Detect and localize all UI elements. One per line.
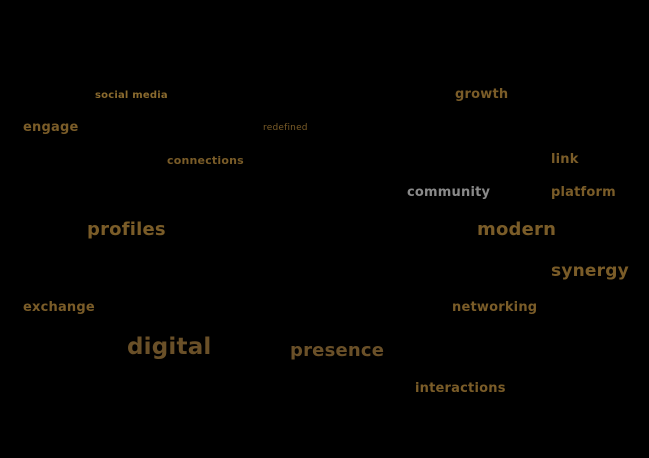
word-engage: engage: [23, 120, 79, 135]
word-community: community: [407, 185, 491, 200]
word-networking: networking: [452, 300, 538, 315]
word-social-media: social media: [95, 90, 168, 101]
word-profiles: profiles: [87, 219, 166, 240]
word-growth: growth: [455, 87, 509, 102]
word-digital: digital: [127, 334, 212, 360]
word-interactions: interactions: [415, 381, 506, 396]
word-modern: modern: [477, 219, 557, 240]
word-synergy: synergy: [551, 261, 629, 281]
word-exchange: exchange: [23, 300, 95, 315]
word-link: link: [551, 152, 579, 167]
word-redefined: redefined: [263, 123, 308, 133]
word-platform: platform: [551, 185, 616, 200]
word-connections: connections: [167, 154, 244, 167]
word-presence: presence: [290, 340, 385, 361]
